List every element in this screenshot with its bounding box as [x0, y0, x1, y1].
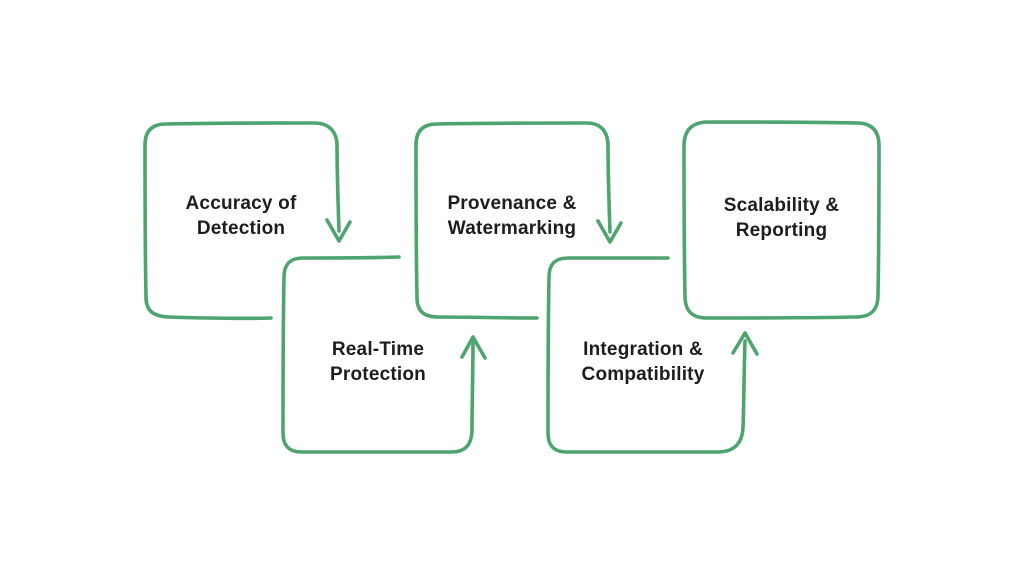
box-scalability-outline [682, 120, 881, 320]
box-integration-outline [546, 256, 747, 454]
arrow-down-1-head [325, 218, 352, 243]
box-accuracy-outline [143, 121, 341, 321]
arrow-down-2-head [596, 219, 623, 244]
arrow-up-2-head [731, 331, 759, 356]
box-provenance-outline [414, 121, 612, 320]
arrow-up-1-head [460, 335, 487, 360]
box-realtime-outline [281, 255, 475, 454]
